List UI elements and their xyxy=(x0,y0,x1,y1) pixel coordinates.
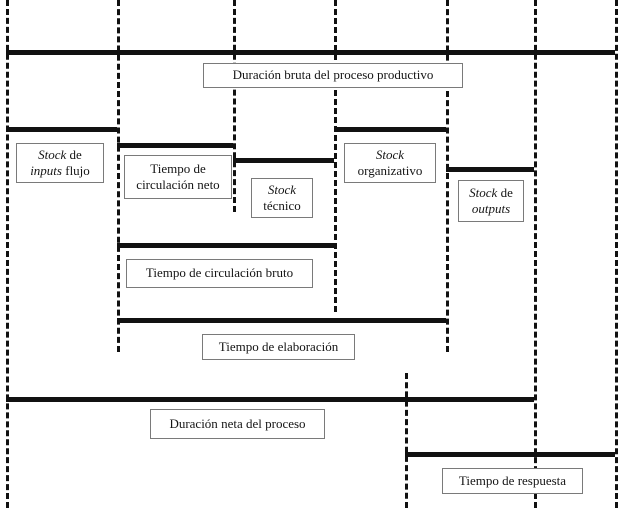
divider-4 xyxy=(334,0,337,312)
box-tiempo-circulacion-bruto: Tiempo de circulación bruto xyxy=(126,259,313,288)
bar-tiempo-elaboracion xyxy=(117,318,446,323)
box-duracion-bruta-text: Duración bruta del proceso productivo xyxy=(232,67,434,83)
bar-duracion-bruta xyxy=(6,50,615,55)
box-tiempo-circulacion-bruto-text: Tiempo de circulación bruto xyxy=(145,265,294,281)
divider-5 xyxy=(405,373,408,508)
bar-stock-tecnico xyxy=(233,158,334,163)
divider-1 xyxy=(6,0,9,508)
bar-duracion-neta xyxy=(6,397,534,402)
divider-2 xyxy=(117,0,120,352)
bar-stock-inputs-flujo xyxy=(6,127,117,132)
box-duracion-bruta: Duración bruta del proceso productivo xyxy=(203,63,463,88)
divider-6 xyxy=(446,0,449,352)
box-tiempo-elaboracion-text: Tiempo de elaboración xyxy=(218,338,339,354)
box-duracion-neta-text: Duración neta del proceso xyxy=(169,415,306,431)
divider-3 xyxy=(233,0,236,212)
box-tiempo-respuesta-text: Tiempo de respuesta xyxy=(458,472,567,488)
bar-stock-outputs xyxy=(446,167,534,172)
box-tiempo-elaboracion: Tiempo de elaboración xyxy=(202,334,355,360)
bar-tiempo-circulacion-bruto xyxy=(117,243,334,248)
bar-tiempo-circulacion-neto xyxy=(117,143,233,148)
bar-tiempo-respuesta xyxy=(405,452,615,457)
box-duracion-neta: Duración neta del proceso xyxy=(150,409,325,439)
divider-7 xyxy=(534,0,537,508)
divider-8 xyxy=(615,0,618,508)
box-tiempo-respuesta: Tiempo de respuesta xyxy=(442,468,583,494)
bar-stock-organizativo xyxy=(334,127,446,132)
